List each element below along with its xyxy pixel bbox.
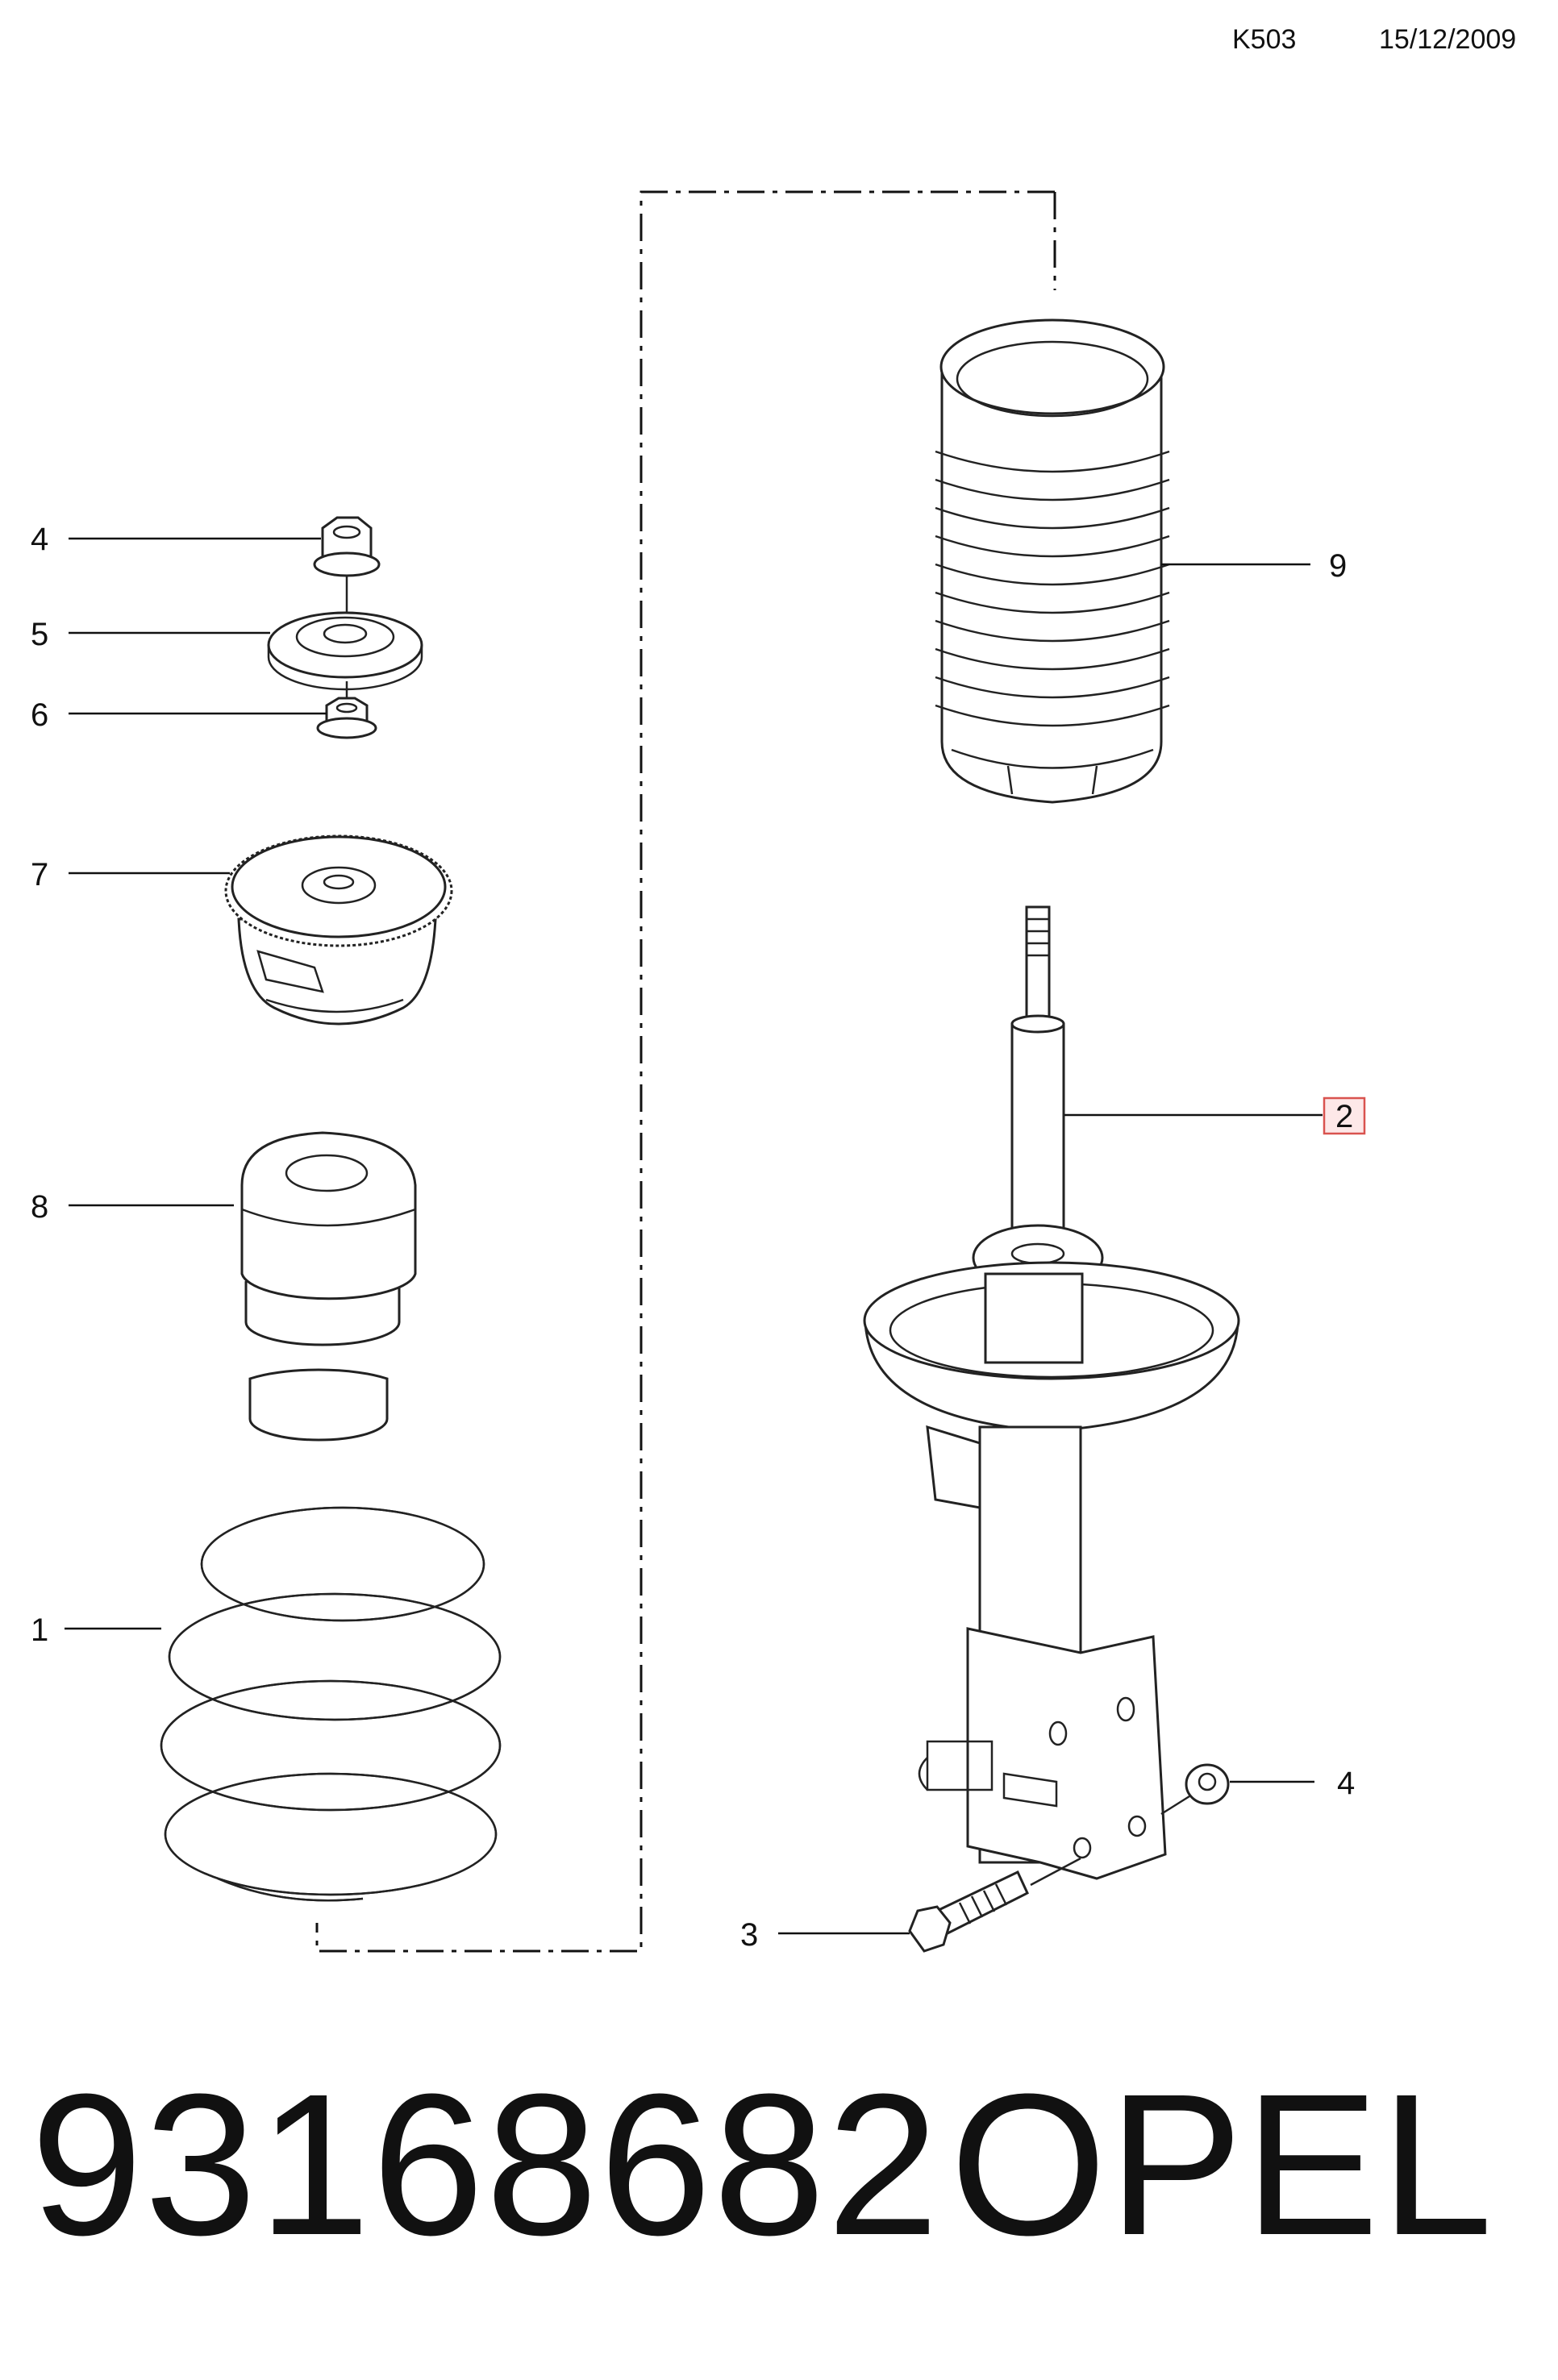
part-strut-assembly	[863, 905, 1240, 1880]
part-bump-stop	[240, 1131, 417, 1442]
callout-4-lower: 4	[1337, 1766, 1355, 1801]
part-lower-nut	[1160, 1763, 1230, 1816]
callout-9: 9	[1329, 548, 1347, 584]
callout-3: 3	[740, 1917, 758, 1953]
part-coil-spring	[160, 1506, 502, 1902]
callout-8: 8	[31, 1189, 48, 1225]
callout-2[interactable]: 2	[1335, 1099, 1353, 1134]
part-top-nut	[313, 516, 381, 613]
part-small-nut	[316, 697, 377, 739]
brand-name: OPEL	[950, 2052, 1494, 2277]
part-strut-mount	[224, 834, 453, 1026]
drawing-code: K503	[1232, 24, 1297, 55]
part-top-washer	[267, 611, 423, 697]
callout-4-top: 4	[31, 522, 48, 557]
callout-7: 7	[31, 857, 48, 892]
callout-6: 6	[31, 697, 48, 733]
callout-2-highlight	[1323, 1096, 1366, 1135]
drawing-date: 15/12/2009	[1379, 24, 1517, 55]
part-dust-boot	[935, 318, 1170, 804]
callout-1: 1	[31, 1612, 48, 1648]
part-number: 93168682	[31, 2052, 941, 2277]
assembly-boundary	[315, 190, 1056, 1953]
part-bolt	[908, 1857, 1081, 1953]
callout-5: 5	[31, 617, 48, 652]
